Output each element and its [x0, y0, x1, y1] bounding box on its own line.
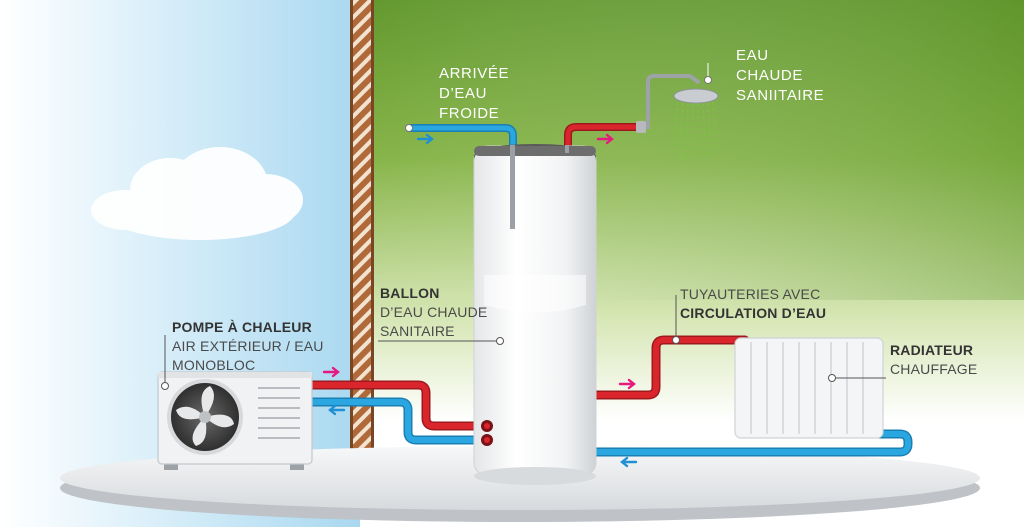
tank-label: BALLON D’EAU CHAUDE SANITAIRE	[380, 285, 488, 339]
shower-head-icon	[636, 74, 719, 161]
radiator-label: RADIATEUR CHAUFFAGE	[890, 342, 978, 377]
tank-coil-connectors	[481, 420, 493, 446]
radiator-icon	[734, 337, 884, 439]
cold-flow-arrow	[620, 456, 638, 468]
fan-unit-icon	[157, 371, 313, 470]
heating-circuit-pipes	[591, 335, 913, 457]
pipes-label: TUYAUTERIES AVEC CIRCULATION D’EAU	[680, 286, 827, 321]
hot-water-pipe	[564, 123, 644, 154]
cold-flow-arrow	[416, 133, 434, 145]
heat-pump-pipes	[295, 380, 493, 445]
hot-water-tank	[473, 144, 597, 485]
exterior-wall	[350, 0, 374, 474]
cold-water-inlet-label: ARRIVÉE D’EAU FROIDE	[439, 65, 510, 122]
label-leader-lines	[161, 63, 886, 390]
hot-flow-arrow	[596, 133, 614, 145]
flow-arrows	[322, 133, 638, 468]
hot-water-label: EAU CHAUDE SANIITAIRE	[736, 47, 825, 104]
cold-water-pipe	[406, 124, 517, 154]
hot-flow-arrow	[618, 378, 636, 390]
hot-flow-arrow	[322, 366, 340, 378]
heat-pump-label: POMPE À CHALEUR AIR EXTÉRIEUR / EAU MONO…	[172, 319, 324, 373]
cloud-icon	[91, 147, 303, 240]
cold-flow-arrow	[328, 404, 346, 416]
